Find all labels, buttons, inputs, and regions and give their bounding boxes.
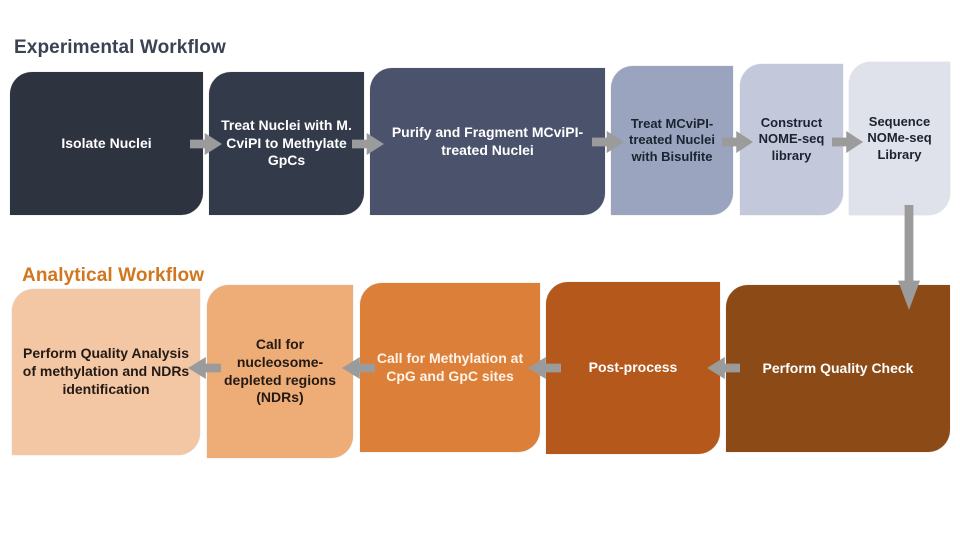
node-isolate-nuclei[interactable]: Isolate Nuclei xyxy=(10,72,203,215)
section-title-analytical: Analytical Workflow xyxy=(22,265,205,286)
arrow-treat-to-purify-icon xyxy=(352,133,384,155)
node-label-call-ndrs: Call for nucleosome-depleted regions (ND… xyxy=(223,335,337,406)
arrow-purify-to-bisulfite-icon xyxy=(592,131,624,153)
node-call-ndrs[interactable]: Call for nucleosome-depleted regions (ND… xyxy=(207,285,353,458)
node-treat-bisulfite[interactable]: Treat MCviPI-treated Nuclei with Bisulfi… xyxy=(611,66,733,215)
arrow-ndrs-to-quality-analysis-icon xyxy=(188,357,221,379)
node-sequence-library[interactable]: Sequence NOMe-seq Library xyxy=(849,62,950,215)
node-construct-library[interactable]: Construct NOME-seq library xyxy=(740,64,843,215)
node-label-construct-library: Construct NOME-seq library xyxy=(758,114,825,163)
node-label-treat-nuclei-mcvipi: Treat Nuclei with M. CviPI to Methylate … xyxy=(221,116,352,169)
node-label-treat-bisulfite: Treat MCviPI-treated Nuclei with Bisulfi… xyxy=(629,115,715,164)
node-label-post-process: Post-process xyxy=(588,359,678,376)
node-label-perform-quality-analysis: Perform Quality Analysis of methylation … xyxy=(22,345,190,397)
node-label-sequence-library: Sequence NOMe-seq Library xyxy=(867,113,932,162)
node-post-process[interactable]: Post-process xyxy=(546,282,720,454)
node-treat-nuclei-mcvipi[interactable]: Treat Nuclei with M. CviPI to Methylate … xyxy=(209,72,364,215)
section-title-experimental: Experimental Workflow xyxy=(14,37,226,58)
arrow-construct-to-sequence-icon xyxy=(832,131,863,153)
arrow-sequence-to-quality-check-icon xyxy=(898,205,920,310)
node-label-purify-fragment: Purify and Fragment MCviPI-treated Nucle… xyxy=(391,123,584,158)
node-label-call-methylation: Call for Methylation at CpG and GpC site… xyxy=(376,349,524,384)
arrow-post-to-methylation-icon xyxy=(528,357,561,379)
node-perform-quality-analysis[interactable]: Perform Quality Analysis of methylation … xyxy=(12,289,200,455)
node-label-isolate-nuclei: Isolate Nuclei xyxy=(61,134,152,151)
arrow-quality-check-to-post-icon xyxy=(707,357,740,379)
arrow-methylation-to-ndrs-icon xyxy=(342,357,375,379)
arrow-isolate-to-treat-icon xyxy=(190,133,222,155)
arrow-bisulfite-to-construct-icon xyxy=(722,131,753,153)
node-label-perform-quality-check: Perform Quality Check xyxy=(762,359,914,376)
node-call-methylation[interactable]: Call for Methylation at CpG and GpC site… xyxy=(360,283,540,452)
node-purify-fragment[interactable]: Purify and Fragment MCviPI-treated Nucle… xyxy=(370,68,605,215)
node-perform-quality-check[interactable]: Perform Quality Check xyxy=(726,285,950,452)
